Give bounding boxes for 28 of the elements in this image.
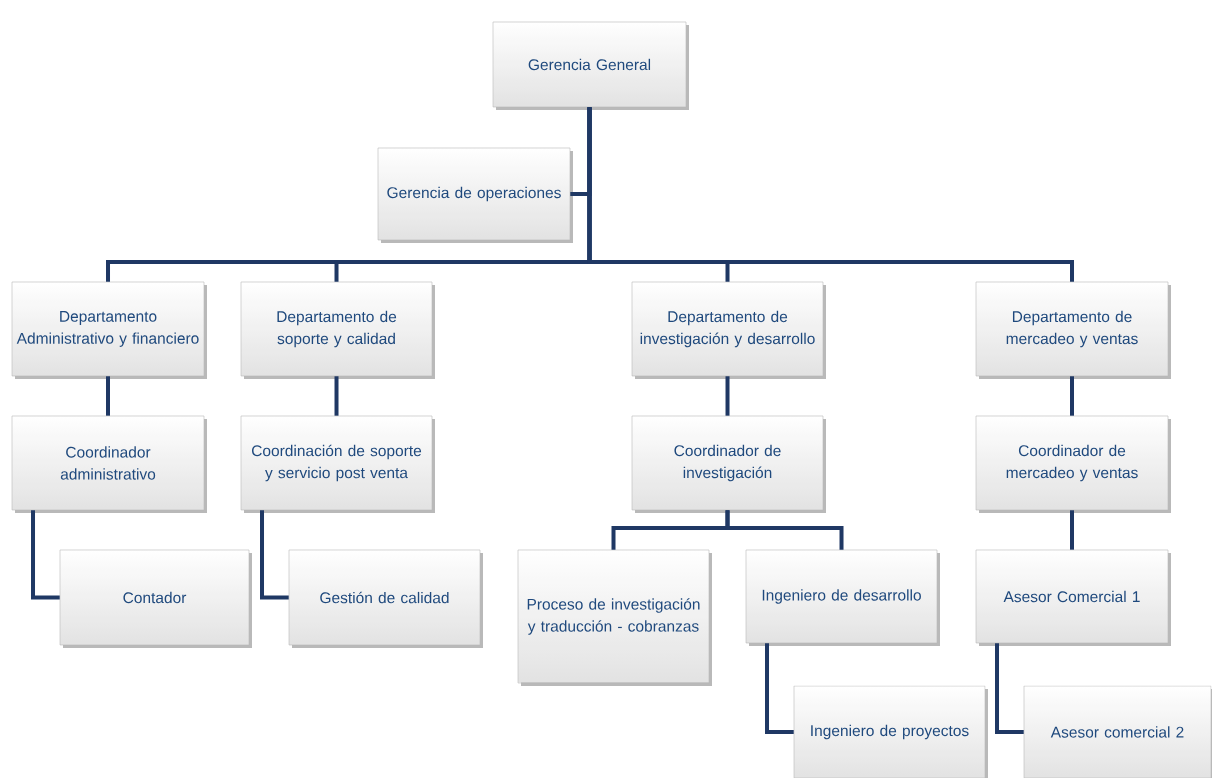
connector-line [1070,376,1074,416]
org-box: Departamento de soporte y calidad [240,281,435,379]
connector-line [1070,510,1074,550]
connector-line [725,510,844,550]
org-box: Asesor comercial 2 [1023,685,1212,778]
org-box: Departamento de mercadeo y ventas [975,281,1171,379]
org-box: Coordinador de investigación [631,415,826,513]
org-box: Contador [59,549,252,648]
connector-line [995,643,1024,734]
connector-line [334,376,339,416]
org-box: Coordinador administrativo [11,415,207,513]
org-box: Ingeniero de desarrollo [745,549,940,646]
org-box: Asesor Comercial 1 [975,549,1171,646]
connector-line [765,643,794,734]
org-box: Ingeniero de proyectos [793,685,988,778]
org-box: Gerencia de operaciones [377,147,573,243]
connector-line [31,510,60,600]
connector-line [587,107,1074,282]
connector-line [260,510,289,600]
org-box: Coordinador de mercadeo y ventas [975,415,1171,513]
org-box: Gestión de calidad [288,549,483,648]
org-box: Gerencia General [492,21,689,110]
org-box: Coordinación de soporte y servicio post venta [240,415,435,513]
org-box: Departamento de investigación y desarrollo [631,281,826,379]
connector-line [725,376,730,416]
org-box: Proceso de investigación y traducción - cobranzas [517,549,712,686]
org-box: Departamento Administrativo y financiero [11,281,207,379]
connector-line [106,376,110,416]
